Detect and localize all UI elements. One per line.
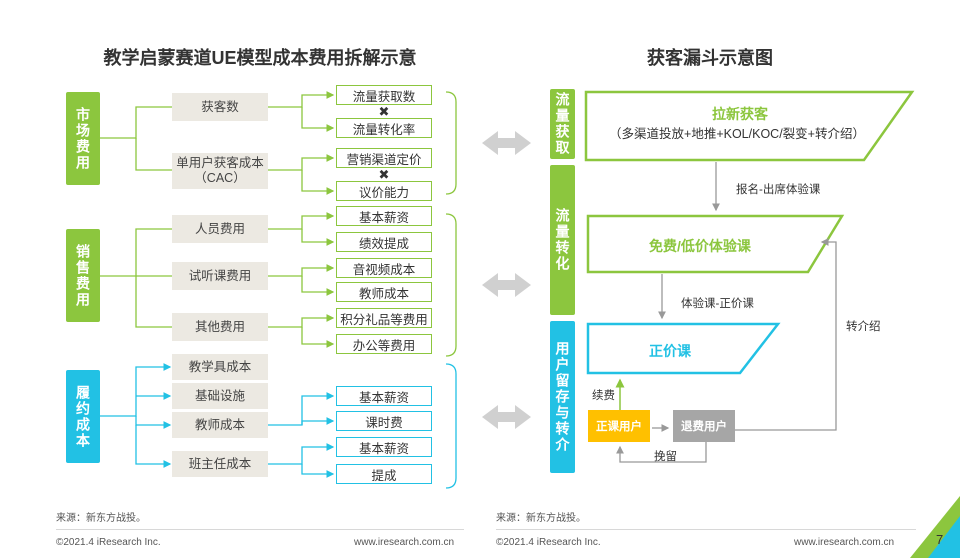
footer-divider-left: [56, 529, 464, 530]
acquisition-count-box: 获客数: [172, 93, 268, 121]
label-retention: 挽留: [654, 451, 677, 463]
cac-abbr: （CAC）: [194, 171, 246, 185]
label-renewal: 续费: [592, 390, 615, 402]
teaching-tools-cost-box: 教学具成本: [172, 354, 268, 380]
corner-decoration: [910, 496, 960, 558]
trial-class-cost-box: 试听课费用: [172, 262, 268, 290]
refund-user-box: 退费用户: [673, 410, 735, 442]
class-hour-fee-box: 课时费: [336, 411, 432, 431]
label-trial-to-regular: 体验课-正价课: [681, 298, 754, 310]
performance-bonus-box: 绩效提成: [336, 232, 432, 252]
funnel-trial-class: 免费/低价体验课: [649, 238, 751, 254]
url-left[interactable]: www.iresearch.com.cn: [354, 537, 455, 548]
multiply-icon: ✖: [378, 104, 390, 119]
audio-video-cost-box: 音视频成本: [336, 258, 432, 278]
category-market-cost: 市场费用: [66, 92, 100, 185]
teacher-cost-box: 教师成本: [172, 412, 268, 438]
traffic-conversion-box: 流量转化率: [336, 118, 432, 138]
office-cost-box: 办公等费用: [336, 334, 432, 354]
gift-cost-box: 积分礼品等费用: [336, 308, 432, 328]
head-teacher-cost-box: 班主任成本: [172, 451, 268, 477]
source-note-left: 来源：新东方战投。: [56, 513, 146, 524]
cac-box: 单用户获客成本 （CAC）: [172, 153, 268, 189]
source-note-right: 来源：新东方战投。: [496, 513, 586, 524]
base-salary-head-box: 基本薪资: [336, 437, 432, 457]
stage-traffic-acquisition: 流量获取: [550, 89, 575, 159]
commission-box: 提成: [336, 464, 432, 484]
stage-retention-referral: 用户留存与转介: [550, 321, 575, 473]
funnel-acquisition-title: 拉新获客: [712, 106, 768, 122]
base-salary-box: 基本薪资: [336, 206, 432, 226]
base-salary-teacher-box: 基本薪资: [336, 386, 432, 406]
cac-label: 单用户获客成本: [176, 156, 264, 170]
url-right[interactable]: www.iresearch.com.cn: [794, 537, 895, 548]
copyright-right: ©2021.4 iResearch Inc.: [496, 537, 601, 548]
regular-user-box: 正课用户: [588, 410, 650, 442]
category-fulfillment-cost: 履约成本: [66, 370, 100, 463]
stage-traffic-conversion: 流量转化: [550, 165, 575, 315]
funnel-acquisition-subtitle: （多渠道投放+地推+KOL/KOC/裂变+转介绍）: [609, 127, 865, 141]
right-title: 获客漏斗示意图: [647, 48, 773, 68]
label-referral: 转介绍: [846, 321, 881, 333]
channel-pricing-box: 营销渠道定价: [336, 148, 432, 168]
bargaining-power-box: 议价能力: [336, 181, 432, 201]
staff-cost-box: 人员费用: [172, 215, 268, 243]
teacher-cost-leaf-box: 教师成本: [336, 282, 432, 302]
footer-divider-right: [496, 529, 916, 530]
funnel-regular-class: 正价课: [649, 343, 691, 359]
copyright-left: ©2021.4 iResearch Inc.: [56, 537, 161, 548]
left-title: 教学启蒙赛道UE模型成本费用拆解示意: [103, 48, 417, 68]
infrastructure-box: 基础设施: [172, 383, 268, 409]
traffic-acquisition-box: 流量获取数: [336, 85, 432, 105]
label-signup-attend: 报名-出席体验课: [736, 184, 821, 196]
other-cost-box: 其他费用: [172, 313, 268, 341]
category-sales-cost: 销售费用: [66, 229, 100, 322]
page-number: 7: [936, 532, 944, 547]
multiply-icon: ✖: [378, 167, 390, 182]
